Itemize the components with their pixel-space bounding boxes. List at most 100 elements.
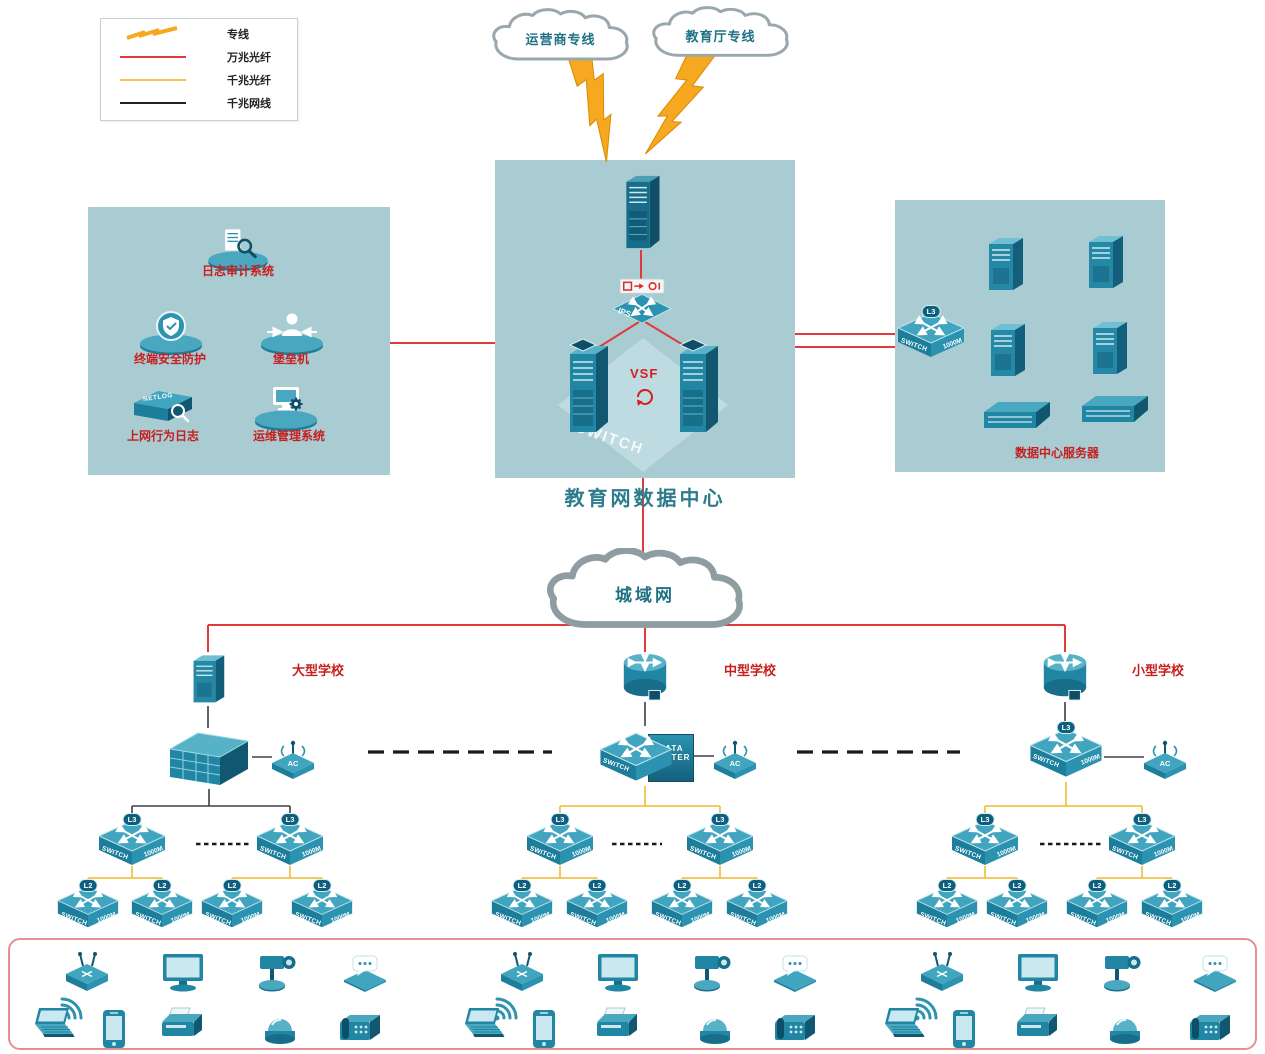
smartphone-icon <box>100 1008 128 1050</box>
ptz-camera-icon <box>691 948 733 994</box>
message-device-icon <box>342 954 388 992</box>
legend-label: 千兆网线 <box>227 97 271 110</box>
wifi-ap-icon <box>499 950 545 992</box>
edu-cloud: 教育厅专线 <box>643 6 798 64</box>
large-school-gateway-icon <box>186 650 230 706</box>
l2-switch-icon: L2 SWITCH 1000M <box>1140 879 1204 932</box>
l2-switch-icon: L2 SWITCH 1000M <box>290 879 354 932</box>
l3-switch-icon: L3 SWITCH 1000M <box>255 813 325 870</box>
l2-switch-icon: L2 SWITCH 1000M <box>915 879 979 932</box>
l3-switch-icon: L3 SWITCH 1000M <box>950 813 1020 870</box>
legend-row-dedicated: 专线 <box>101 22 297 45</box>
l3-badge: L3 <box>1056 721 1076 734</box>
small-school-core-switch-icon: L3 SWITCH 1000M <box>1028 721 1104 782</box>
ac-label: AC <box>729 759 741 768</box>
ac-controller-icon: AC <box>270 740 316 780</box>
l3-badge: L3 <box>710 813 730 826</box>
l3-badge: L3 <box>550 813 570 826</box>
wifi-ap-icon <box>919 950 965 992</box>
l2-badge: L2 <box>152 879 172 892</box>
l3-switch-icon: L3 SWITCH 1000M <box>525 813 595 870</box>
legend-label: 万兆光纤 <box>227 51 271 64</box>
legend: 专线 万兆光纤 千兆光纤 千兆网线 <box>100 18 298 121</box>
l3-badge: L3 <box>921 305 941 318</box>
log-audit-label: 日志审计系统 <box>201 264 275 278</box>
l2-badge: L2 <box>672 879 692 892</box>
l2-switch-icon: L2 SWITCH 1000M <box>490 879 554 932</box>
medium-school-label: 中型学校 <box>723 663 777 678</box>
medium-school-router-icon <box>620 650 670 702</box>
laptop-icon <box>458 1006 508 1040</box>
server-tower-icon <box>985 318 1029 380</box>
desktop-icon <box>160 952 206 992</box>
ac-controller-icon: AC <box>1142 740 1188 780</box>
l3-badge: L3 <box>122 813 142 826</box>
desk-phone-icon <box>336 1010 384 1046</box>
vsf-label: VSF <box>630 366 659 381</box>
l2-switch-icon: L2 SWITCH 1000M <box>725 879 789 932</box>
l2-badge: L2 <box>747 879 767 892</box>
l2-badge: L2 <box>937 879 957 892</box>
servers-panel-label: 数据中心服务器 <box>1014 446 1100 460</box>
laptop-icon <box>28 1006 78 1040</box>
legend-label: 千兆光纤 <box>227 74 271 87</box>
desktop-icon <box>1015 952 1061 992</box>
l2-badge: L2 <box>222 879 242 892</box>
ops-management-icon <box>251 384 321 432</box>
l2-badge: L2 <box>587 879 607 892</box>
datacenter-title: 教育网数据中心 <box>564 488 726 510</box>
ips-device-icon: IPS <box>610 278 674 326</box>
legend-row-10g: 万兆光纤 <box>101 45 297 68</box>
large-school-label: 大型学校 <box>291 663 345 678</box>
dome-camera-icon <box>695 1012 735 1046</box>
legend-row-1g-copper: 千兆网线 <box>101 91 297 114</box>
isp-cloud-label: 运营商专线 <box>525 31 596 47</box>
l3-badge: L3 <box>975 813 995 826</box>
ptz-camera-icon <box>256 948 298 994</box>
server-tower-icon <box>1087 316 1131 378</box>
core-switch-tower-right-icon <box>672 338 724 438</box>
dome-camera-icon <box>1105 1012 1145 1046</box>
edu-cloud-label: 教育厅专线 <box>685 28 756 44</box>
isp-cloud: 运营商专线 <box>483 8 638 68</box>
ops-management-label: 运维管理系统 <box>252 429 326 443</box>
wifi-ap-icon <box>64 950 110 992</box>
core-switch-icon: SWITCH <box>598 730 674 786</box>
dome-camera-icon <box>260 1012 300 1046</box>
l3-switch-icon: L3 SWITCH 1000M <box>97 813 167 870</box>
ac-label: AC <box>1159 759 1171 768</box>
terminal-security-icon <box>136 308 206 356</box>
dedicated-line-icon <box>111 25 195 42</box>
ac-controller-icon: AC <box>712 740 758 780</box>
l2-switch-icon: L2 SWITCH 1000M <box>650 879 714 932</box>
laptop-icon <box>878 1006 928 1040</box>
netlog-label: 上网行为日志 <box>126 429 200 443</box>
printer-icon <box>591 1006 639 1044</box>
l2-badge: L2 <box>1162 879 1182 892</box>
l2-switch-icon: L2 SWITCH 1000M <box>1065 879 1129 932</box>
l2-badge: L2 <box>312 879 332 892</box>
smartphone-icon <box>530 1008 558 1050</box>
printer-icon <box>156 1006 204 1044</box>
smartphone-icon <box>950 1008 978 1050</box>
l2-switch-icon: L2 SWITCH 1000M <box>200 879 264 932</box>
man-cloud: 城域网 <box>535 548 755 638</box>
ptz-camera-icon <box>1101 948 1143 994</box>
ac-label: AC <box>287 759 299 768</box>
l2-switch-icon: L2 SWITCH 1000M <box>130 879 194 932</box>
small-school-label: 小型学校 <box>1131 663 1185 678</box>
rack-server-icon <box>980 398 1052 434</box>
server-tower-icon <box>983 232 1027 294</box>
core-switch-tower-left-icon <box>562 338 614 438</box>
l2-badge: L2 <box>78 879 98 892</box>
rack-server-icon <box>1078 392 1150 428</box>
l3-badge: L3 <box>1132 813 1152 826</box>
l2-badge: L2 <box>1087 879 1107 892</box>
legend-label: 专线 <box>227 28 249 41</box>
l2-switch-icon: L2 SWITCH 1000M <box>985 879 1049 932</box>
bastion-host-label: 堡垒机 <box>272 352 310 366</box>
l2-switch-icon: L2 SWITCH 1000M <box>565 879 629 932</box>
bastion-host-icon <box>257 308 327 356</box>
medium-school-core-icon: DATA CENTER SWITCH <box>598 722 694 790</box>
